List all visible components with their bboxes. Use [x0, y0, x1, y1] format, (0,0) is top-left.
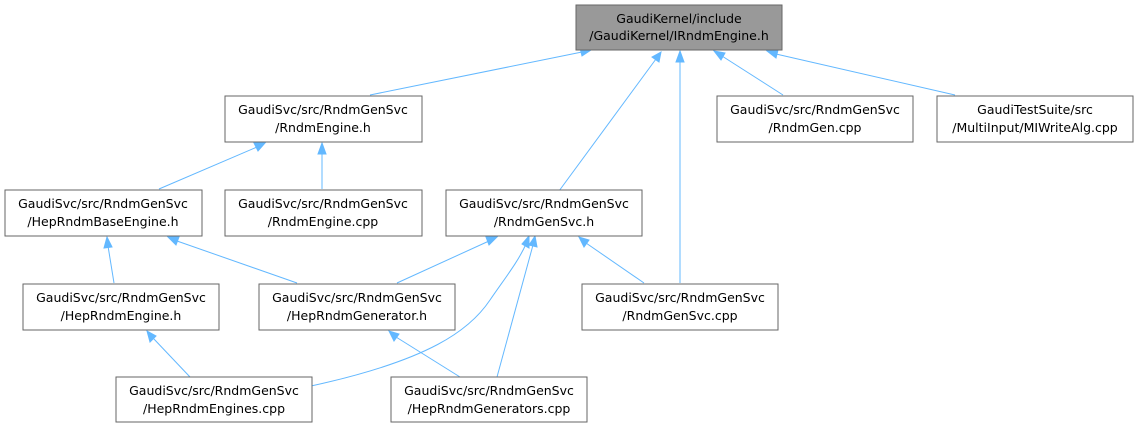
node-label-line1: GaudiKernel/include: [616, 11, 742, 26]
node-box: [258, 283, 456, 331]
node-label-line1: GaudiSvc/src/RndmGenSvc: [730, 102, 900, 117]
node-label-line1: GaudiSvc/src/RndmGenSvc: [595, 290, 765, 305]
node-label-line1: GaudiSvc/src/RndmGenSvc: [459, 196, 629, 211]
node-label-line1: GaudiSvc/src/RndmGenSvc: [36, 290, 206, 305]
node-rndmgensvc-cpp[interactable]: GaudiSvc/src/RndmGenSvc /RndmGenSvc.cpp: [581, 283, 779, 331]
edge-rndmengine-cpp-to-rndmengine-h: [317, 141, 327, 189]
node-label-line2: /RndmGen.cpp: [769, 120, 862, 135]
edge-heprndmgenerator-h-to-heprndmbaseengine-h: [166, 236, 298, 284]
node-label-line1: GaudiSvc/src/RndmGenSvc: [238, 196, 408, 211]
edge-rndmgensvc-cpp-to-rndmgensvc-h: [578, 236, 645, 284]
node-heprndmgenerators-cpp[interactable]: GaudiSvc/src/RndmGenSvc /HepRndmGenerato…: [390, 376, 588, 423]
edge-heprndmgenerator-h-to-rndmgensvc-h: [396, 236, 499, 284]
node-label-line2: /GaudiKernel/IRndmEngine.h: [589, 28, 769, 43]
nodes: GaudiKernel/include /GaudiKernel/IRndmEn…: [4, 4, 1134, 423]
node-box: [224, 95, 423, 143]
node-label-line1: GaudiSvc/src/RndmGenSvc: [272, 290, 442, 305]
node-rndmgen-cpp[interactable]: GaudiSvc/src/RndmGenSvc /RndmGen.cpp: [716, 95, 914, 143]
node-irndmengine-h[interactable]: GaudiKernel/include /GaudiKernel/IRndmEn…: [575, 4, 783, 51]
node-box: [4, 189, 203, 237]
node-label-line2: /RndmEngine.h: [275, 120, 371, 135]
node-label-line2: /HepRndmGenerators.cpp: [408, 401, 571, 416]
edge-rndmgensvc-h-to-irndmengine-h: [558, 51, 662, 192]
node-box: [22, 283, 220, 331]
node-label-line1: GaudiSvc/src/RndmGenSvc: [238, 102, 408, 117]
edge-heprndmengines-cpp-to-rndmgensvc-h: [310, 234, 530, 387]
node-label-line1: GaudiSvc/src/RndmGenSvc: [129, 383, 299, 398]
node-box: [224, 189, 423, 237]
node-rndmengine-cpp[interactable]: GaudiSvc/src/RndmGenSvc /RndmEngine.cpp: [224, 189, 423, 237]
node-box: [716, 95, 914, 143]
node-box: [390, 376, 588, 423]
edge-heprndmgenerators-cpp-to-rndmgensvc-h: [496, 234, 538, 378]
edge-heprndmengine-h-to-heprndmbaseengine-h: [103, 235, 115, 284]
node-box: [575, 4, 783, 51]
node-label-line2: /MultiInput/MIWriteAlg.cpp: [952, 120, 1118, 135]
node-label-line1: GaudiSvc/src/RndmGenSvc: [404, 383, 574, 398]
node-label-line2: /HepRndmGenerator.h: [287, 308, 427, 323]
node-box: [936, 95, 1134, 143]
node-rndmengine-h[interactable]: GaudiSvc/src/RndmGenSvc /RndmEngine.h: [224, 95, 423, 143]
node-heprndmgenerator-h[interactable]: GaudiSvc/src/RndmGenSvc /HepRndmGenerato…: [258, 283, 456, 331]
node-label-line1: GaudiTestSuite/src: [977, 102, 1093, 117]
edge-rndmengine-h-to-irndmengine-h: [369, 47, 593, 96]
edge-rndmgen-cpp-to-irndmengine-h: [712, 50, 784, 96]
edge-heprndmengines-cpp-to-heprndmengine-h: [146, 329, 191, 378]
node-heprndmengine-h[interactable]: GaudiSvc/src/RndmGenSvc /HepRndmEngine.h: [22, 283, 220, 331]
node-heprndmbaseengine-h[interactable]: GaudiSvc/src/RndmGenSvc /HepRndmBaseEngi…: [4, 189, 203, 237]
node-box: [115, 376, 313, 423]
edge-rndmgensvc-cpp-to-irndmengine-h: [675, 49, 685, 283]
edge-miwritealg-cpp-to-irndmengine-h: [765, 49, 956, 96]
node-label-line2: /RndmEngine.cpp: [268, 214, 379, 229]
edge-heprndmbaseengine-h-to-rndmengine-h: [158, 142, 267, 190]
edge-heprndmgenerators-cpp-to-heprndmgenerator-h: [388, 330, 461, 378]
node-box: [581, 283, 779, 331]
node-label-line2: /HepRndmEngines.cpp: [143, 401, 285, 416]
node-box: [445, 189, 643, 237]
node-rndmgensvc-h[interactable]: GaudiSvc/src/RndmGenSvc /RndmGenSvc.h: [445, 189, 643, 237]
node-label-line2: /HepRndmEngine.h: [61, 308, 182, 323]
node-heprndmengines-cpp[interactable]: GaudiSvc/src/RndmGenSvc /HepRndmEngines.…: [115, 376, 313, 423]
node-miwritealg-cpp[interactable]: GaudiTestSuite/src /MultiInput/MIWriteAl…: [936, 95, 1134, 143]
node-label-line2: /RndmGenSvc.h: [494, 214, 594, 229]
node-label-line2: /HepRndmBaseEngine.h: [27, 214, 178, 229]
edges: [103, 47, 956, 387]
node-label-line2: /RndmGenSvc.cpp: [622, 308, 737, 323]
node-label-line1: GaudiSvc/src/RndmGenSvc: [18, 196, 188, 211]
